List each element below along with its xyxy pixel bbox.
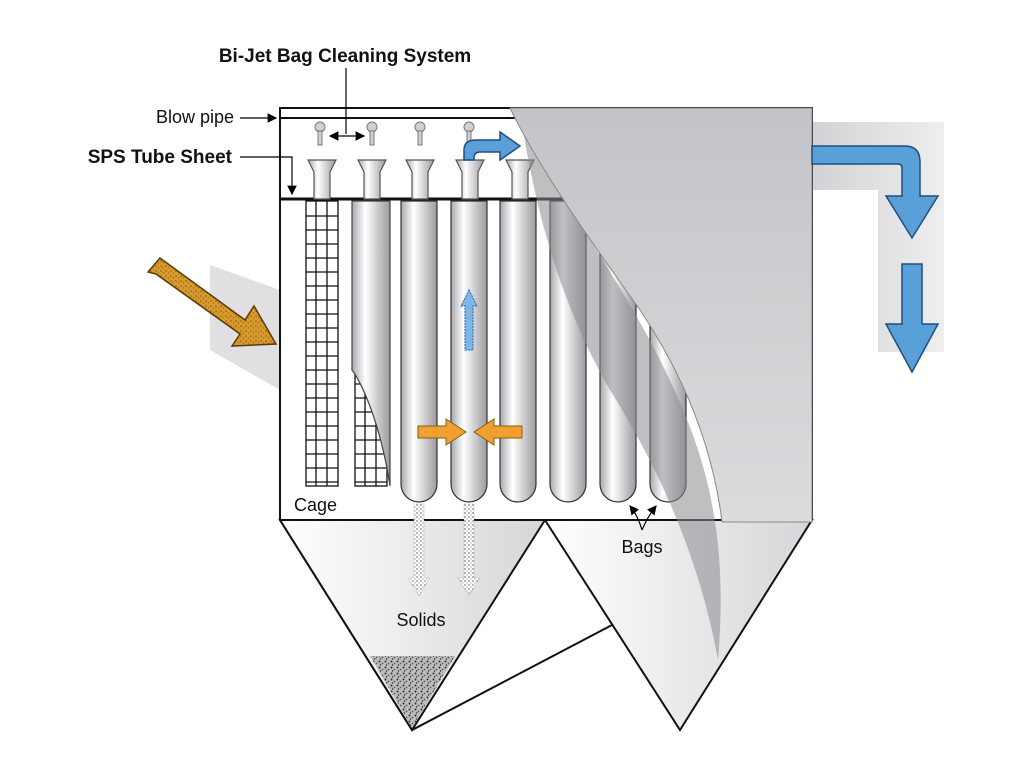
pulse-flow-arrow	[463, 130, 522, 162]
cutaway-cover	[509, 107, 813, 523]
pulse-arrow-left	[473, 418, 523, 446]
clean-air-down-arrow	[884, 263, 940, 374]
bags-label: Bags	[621, 537, 662, 557]
tube-sheet-leader	[240, 156, 297, 196]
cutaway-cover-shadow	[520, 112, 721, 660]
hopper-left	[278, 519, 547, 732]
nozzles	[314, 121, 475, 146]
bags-leader	[641, 505, 657, 531]
cage-with-bag	[351, 200, 391, 487]
upflow-arrow	[460, 288, 478, 351]
falling-solids	[407, 503, 481, 597]
blow-pipe-label: Blow pipe	[156, 107, 234, 127]
cage	[305, 200, 339, 487]
diagram-title: Bi-Jet Bag Cleaning System	[219, 46, 471, 67]
solids-label: Solids	[396, 610, 445, 630]
dirty-gas-inlet-arrow	[146, 256, 278, 347]
bags-leader	[629, 505, 643, 531]
pulse-arrow-right	[417, 418, 467, 446]
bag	[499, 200, 537, 503]
dust-pile	[370, 656, 455, 728]
venturis	[307, 159, 535, 200]
clean-air-pipe-arrow	[811, 145, 940, 240]
bag	[400, 200, 438, 503]
bag	[450, 200, 488, 503]
tube-sheet-label: SPS Tube Sheet	[88, 147, 233, 168]
cage-label: Cage	[294, 495, 337, 515]
